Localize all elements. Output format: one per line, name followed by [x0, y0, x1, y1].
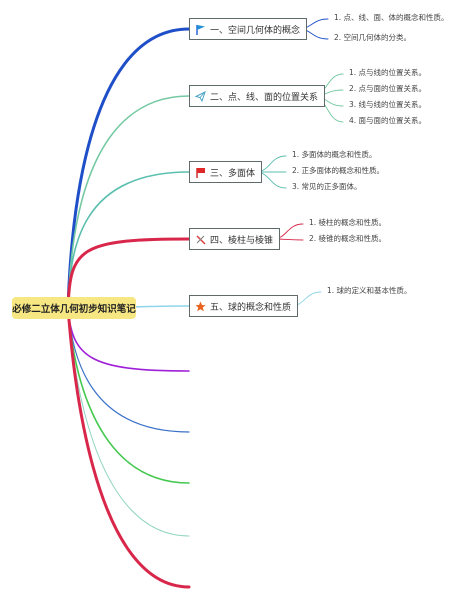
branch-label-3: 三、多面体 — [210, 168, 256, 179]
leaf-2-1: 1. 点与线的位置关系。 — [349, 68, 427, 77]
branch-node-1[interactable]: 一、空间几何体的概念 — [189, 18, 308, 40]
empty-branch-5 — [66, 306, 191, 589]
branch-label-5: 五、球的概念和性质 — [210, 302, 292, 313]
blue-flag-icon — [195, 24, 206, 35]
paper-plane-icon — [194, 90, 206, 102]
root-title: 必修二立体几何初步知识笔记 — [12, 304, 136, 315]
root-topic[interactable]: 必修二立体几何初步知识笔记 — [12, 297, 136, 319]
leaf-3-3: 3. 常见的正多面体。 — [292, 182, 362, 191]
leaf-5-1: 1. 球的定义和基本性质。 — [327, 286, 412, 295]
leaf-2-4: 4. 面与面的位置关系。 — [349, 116, 427, 125]
branch-label-4: 四、棱柱与棱锥 — [210, 235, 274, 246]
star-icon — [195, 301, 206, 312]
tools-icon — [195, 234, 206, 245]
branch-node-5[interactable]: 五、球的概念和性质 — [189, 295, 299, 317]
branch-connector-4 — [66, 237, 191, 310]
red-flag-icon — [195, 167, 206, 178]
leaf-1-1: 1. 点、线、面、体的概念和性质。 — [334, 13, 449, 22]
leaf-2-2: 2. 点与面的位置关系。 — [349, 84, 427, 93]
branch-connector-2 — [67, 95, 190, 309]
branch-node-2[interactable]: 二、点、线、面的位置关系 — [189, 85, 326, 107]
branch-label-2: 二、点、线、面的位置关系 — [210, 92, 319, 103]
leaf-3-2: 2. 正多面体的概念和性质。 — [292, 166, 385, 175]
branch-node-4[interactable]: 四、棱柱与棱锥 — [189, 228, 281, 250]
branch-node-3[interactable]: 三、多面体 — [189, 161, 263, 183]
empty-branch-4 — [67, 307, 190, 537]
empty-branch-2 — [67, 307, 190, 433]
branch-connector-1 — [66, 27, 191, 310]
leaf-4-1: 1. 棱柱的概念和性质。 — [309, 218, 387, 227]
leaf-1-2: 2. 空间几何体的分类。 — [334, 33, 412, 42]
branch-label-1: 一、空间几何体的概念 — [210, 25, 301, 36]
leaf-2-3: 3. 线与线的位置关系。 — [349, 100, 427, 109]
leaf-4-2: 2. 棱锥的概念和性质。 — [309, 234, 387, 243]
empty-branch-3 — [67, 307, 190, 484]
leaf-3-1: 1. 多面体的概念和性质。 — [292, 150, 377, 159]
